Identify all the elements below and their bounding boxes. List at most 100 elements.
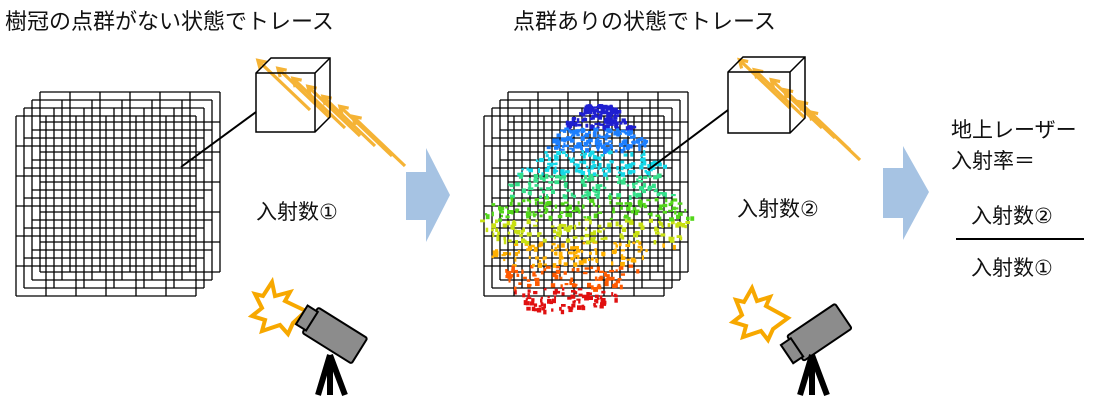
cloud-point (596, 297, 600, 300)
cloud-point (635, 239, 640, 243)
cloud-point (662, 243, 665, 248)
cloud-point (540, 296, 543, 299)
cloud-point (543, 303, 546, 309)
cloud-point (587, 195, 590, 200)
cloud-point (623, 153, 628, 157)
cloud-point (681, 223, 685, 228)
cloud-point (560, 202, 564, 206)
cloud-point (564, 201, 569, 204)
cloud-point (578, 221, 581, 226)
cloud-point (591, 285, 594, 290)
cloud-point (557, 214, 563, 219)
cloud-point (512, 264, 517, 267)
cloud-point (569, 147, 573, 150)
cloud-point (590, 231, 595, 236)
cloud-point (637, 245, 643, 249)
cloud-point (643, 176, 648, 179)
cloud-point (491, 203, 496, 207)
cloud-point (534, 198, 539, 201)
cloud-point (671, 219, 675, 225)
cloud-point (625, 146, 630, 150)
cloud-point (603, 149, 607, 154)
cloud-point (559, 175, 563, 180)
cloud-point (553, 162, 556, 166)
cloud-point (651, 166, 656, 170)
cloud-point (524, 241, 530, 245)
cloud-point (583, 216, 587, 219)
cloud-point (567, 124, 572, 130)
cloud-point (605, 128, 610, 131)
cloud-point (573, 254, 579, 258)
cloud-point (518, 282, 522, 285)
cloud-point (627, 170, 633, 175)
cloud-point (590, 266, 594, 270)
cloud-point (595, 141, 599, 145)
cloud-point (554, 166, 557, 171)
cloud-point (525, 211, 531, 216)
cloud-point (658, 192, 664, 195)
fraction-bar (956, 238, 1084, 240)
cloud-point (535, 174, 539, 178)
cloud-point (503, 258, 506, 262)
cloud-point (598, 104, 603, 109)
cloud-point (616, 134, 620, 137)
cloud-point (526, 214, 530, 219)
cloud-point (554, 246, 557, 250)
cloud-point (662, 210, 667, 214)
cloud-point (518, 175, 523, 179)
cloud-point (495, 228, 499, 232)
cloud-point (621, 227, 627, 232)
cloud-point (589, 143, 592, 148)
cloud-point (581, 194, 585, 199)
cloud-point (628, 163, 633, 168)
cloud-point (569, 130, 574, 134)
cloud-point (620, 179, 626, 184)
cloud-point (638, 175, 643, 179)
cloud-point (593, 113, 598, 118)
cloud-point (607, 222, 612, 228)
cloud-point (560, 309, 565, 315)
cloud-point (527, 207, 530, 211)
cloud-point (529, 190, 532, 196)
cloud-point (586, 139, 590, 144)
cloud-point (640, 157, 644, 162)
cloud-point (546, 146, 551, 150)
cloud-point (507, 231, 511, 235)
cloud-point (557, 138, 560, 141)
cloud-point (618, 266, 624, 270)
cloud-point (505, 206, 508, 209)
cloud-point (584, 175, 587, 180)
cloud-point (591, 151, 595, 155)
cloud-point (653, 175, 658, 180)
cloud-point (565, 248, 568, 252)
cloud-point (537, 262, 543, 268)
ray-line (738, 58, 792, 110)
cloud-point (583, 272, 588, 275)
cloud-point (582, 183, 587, 187)
cloud-point (586, 216, 592, 220)
cloud-point (613, 131, 618, 135)
cloud-point (638, 146, 641, 151)
cloud-point (586, 240, 591, 244)
cloud-point (611, 210, 616, 214)
cloud-point (602, 172, 608, 177)
cloud-point (526, 167, 529, 171)
cloud-point (588, 138, 593, 143)
cloud-point (570, 192, 574, 197)
cloud-point (571, 210, 576, 213)
cloud-point (664, 192, 667, 198)
cloud-point (604, 142, 610, 145)
cloud-point (603, 271, 607, 277)
cloud-point (601, 290, 606, 294)
cloud-point (543, 309, 547, 315)
laser-flash-icon (728, 283, 792, 344)
cloud-point (562, 145, 565, 148)
cloud-point (503, 239, 507, 245)
cloud-point (654, 226, 658, 231)
cloud-point (600, 295, 603, 300)
cloud-point (541, 306, 545, 311)
cloud-point (522, 227, 525, 232)
cloud-point (575, 129, 581, 132)
cloud-point (640, 225, 645, 230)
cloud-point (616, 197, 620, 200)
